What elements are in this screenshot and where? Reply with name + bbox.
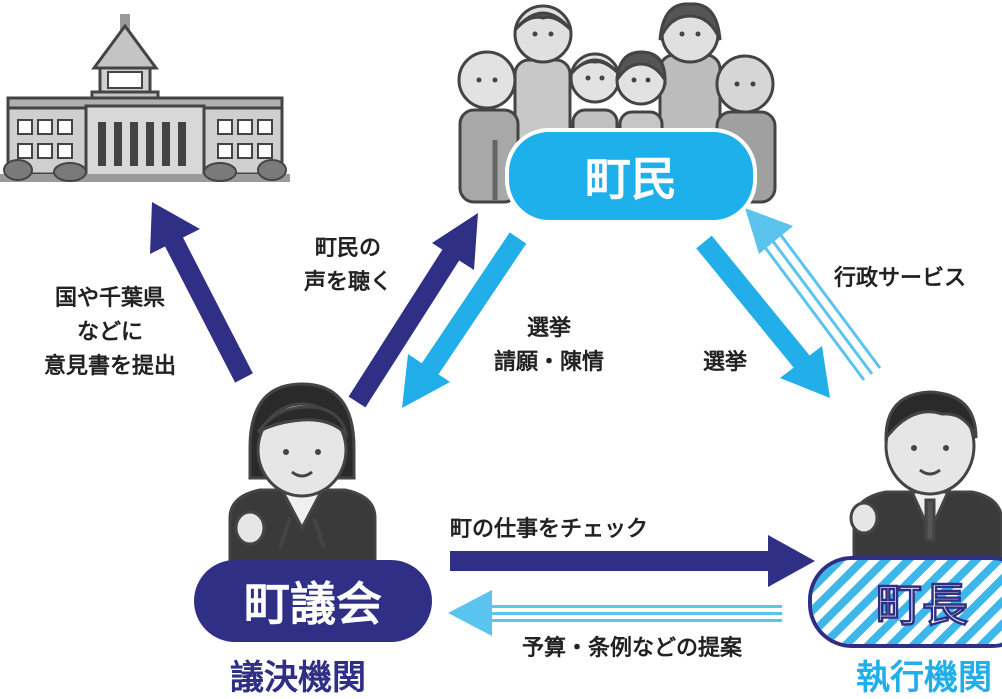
mayor-node-stripes — [812, 560, 1002, 644]
label-council-to-citizens: 町民の 声を聴く — [294, 232, 402, 300]
label-line: 選挙 — [702, 350, 747, 375]
label-line: 町の仕事をチェック — [450, 517, 649, 542]
arrow-council-to-diet — [150, 202, 253, 383]
mayor-role: 執行機関 — [856, 658, 992, 698]
label-citizens-to-council: 選挙 請願・陳情 — [476, 312, 622, 380]
council-role: 議決機関 — [230, 658, 366, 698]
arrow-council-to-citizens — [348, 213, 478, 408]
label-council-to-mayor: 町の仕事をチェック — [450, 513, 710, 547]
citizens-label: 町民 — [585, 152, 677, 206]
arrow-citizens-to-mayor — [696, 235, 830, 398]
mayor-icon — [849, 390, 1002, 578]
label-line: 国や千葉県 — [54, 286, 165, 311]
label-council-to-diet: 国や千葉県 などに 意見書を提出 — [10, 282, 210, 384]
label-line: 声を聴く — [303, 270, 392, 295]
mayor-label: 町長 — [876, 578, 969, 633]
council-label: 町議会 — [244, 577, 382, 631]
label-line: 予算・条例などの提案 — [522, 636, 743, 661]
council-node: 町議会 — [194, 560, 432, 642]
label-line: 町民の — [314, 236, 381, 261]
label-mayor-to-council: 予算・条例などの提案 — [522, 632, 782, 666]
arrow-citizens-to-council — [402, 232, 527, 408]
arrow-council-to-mayor — [450, 535, 815, 587]
label-line: 行政サービス — [834, 266, 967, 291]
council-member-icon — [228, 382, 377, 578]
arrow-mayor-to-council — [448, 590, 782, 636]
label-mayor-to-citizens: 行政サービス — [834, 262, 1002, 296]
mayor-node: 町長 — [808, 556, 1002, 648]
label-line: 請願・陳情 — [493, 350, 604, 375]
citizens-node: 町民 — [505, 128, 757, 224]
diet-building-icon — [0, 14, 290, 182]
label-line: 意見書を提出 — [43, 354, 176, 379]
arrow-mayor-to-citizens — [745, 208, 882, 381]
label-citizens-to-mayor: 選挙 — [690, 346, 760, 380]
label-line: 選挙 — [526, 316, 571, 341]
label-line: などに — [76, 320, 143, 345]
